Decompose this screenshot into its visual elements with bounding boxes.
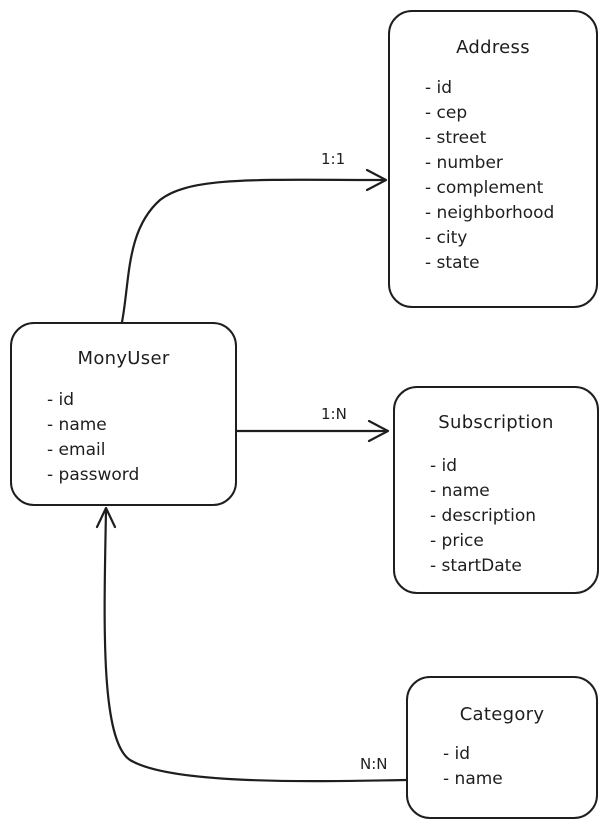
attribute-item: id [425,76,554,101]
edge-monyuser-address [120,178,387,324]
attribute-list: id cep street number complement neighbor… [425,76,555,276]
attribute-item: neighborhood [425,201,555,226]
attribute-item: name [443,767,503,792]
arrowhead-subscription [367,419,390,443]
entity-subscription[interactable]: Subscription id name description price s… [393,386,599,594]
attribute-item: city [425,226,554,251]
cardinality-label-category: N:N [360,755,388,773]
attribute-item: name [47,413,139,438]
arrowhead-monyuser [95,506,117,529]
entity-monyuser[interactable]: MonyUser id name email password [10,322,237,506]
entity-category[interactable]: Category id name [406,676,598,819]
entity-address[interactable]: Address id cep street number complement … [388,10,598,308]
entity-title: Subscription [438,412,554,433]
entity-title: Category [459,704,545,725]
attribute-item: number [425,151,554,176]
entity-title: Address [456,37,530,58]
attribute-item: startDate [430,554,536,579]
attribute-list: id name [443,742,503,792]
attribute-item: street [425,126,554,151]
attribute-item: state [425,251,554,276]
cardinality-label-address: 1:1 [321,150,346,168]
attribute-item: price [430,529,536,554]
attribute-list: id name email password [47,388,140,488]
attribute-item: cep [425,101,554,126]
edge-category-monyuser [103,508,408,783]
arrowhead-address [365,168,388,192]
attribute-item: id [430,454,536,479]
attribute-item: id [443,742,503,767]
attribute-item: password [47,463,140,488]
attribute-item: id [47,388,139,413]
attribute-item: description [430,504,537,529]
entity-title: MonyUser [77,348,170,369]
attribute-item: complement [425,176,554,201]
attribute-item: name [430,479,536,504]
cardinality-label-subscription: 1:N [321,405,347,423]
attribute-item: email [47,438,139,463]
attribute-list: id name description price startDate [430,454,537,579]
